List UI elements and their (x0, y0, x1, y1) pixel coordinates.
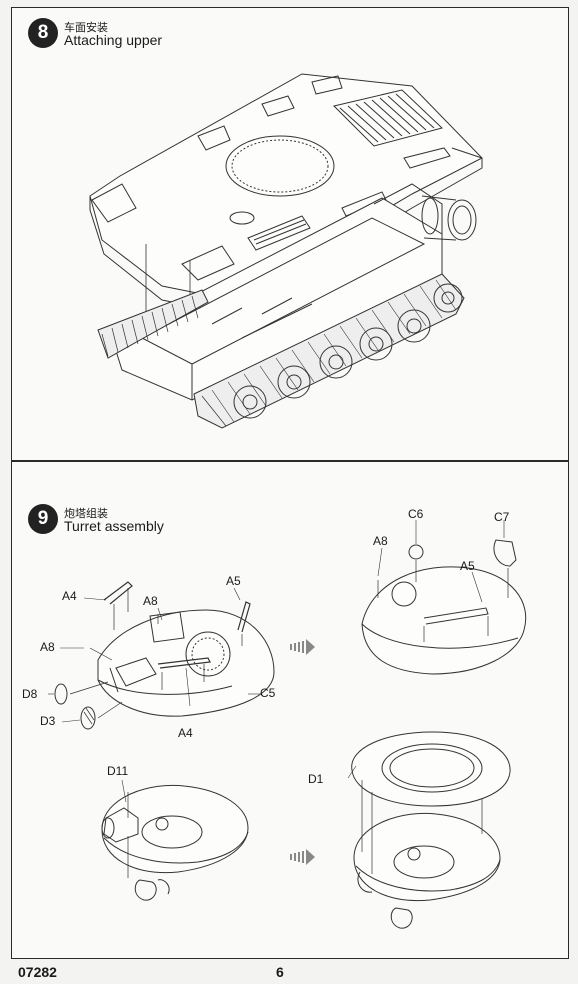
step-9-title-english: Turret assembly (64, 518, 164, 534)
step-8-number-badge: 8 (28, 18, 58, 48)
part-label-a8-left: A8 (40, 640, 55, 654)
part-label-a4-bottom: A4 (178, 726, 193, 740)
turret-top-exploded-view (48, 582, 274, 729)
part-label-a4-top: A4 (62, 589, 77, 603)
chevron-right-arrow-icon (290, 639, 315, 655)
part-label-a8-right: A8 (373, 534, 388, 548)
part-label-c5: C5 (260, 686, 276, 700)
part-label-c7: C7 (494, 510, 510, 524)
part-label-a5-right: A5 (460, 559, 475, 573)
hull-assembly-drawing (12, 8, 568, 460)
turret-assembly-drawing (12, 462, 568, 958)
right-track-part (194, 274, 464, 428)
part-label-a8-top: A8 (143, 594, 158, 608)
left-track-part (98, 290, 208, 358)
step-8-panel: 8 车面安装 Attaching upper (11, 7, 569, 461)
part-label-d1: D1 (308, 772, 324, 786)
part-label-d3: D3 (40, 714, 56, 728)
turret-base-d11-view (102, 780, 248, 900)
step-9-number-badge: 9 (28, 504, 58, 534)
road-wheels (234, 284, 462, 418)
step-9-panel: 9 炮塔组装 Turret assembly (11, 461, 569, 959)
turret-top-assembled-view (362, 520, 526, 674)
page-number: 6 (276, 964, 284, 980)
step-9-title-chinese: 炮塔组装 (64, 508, 108, 520)
turret-base-d1-view (348, 732, 510, 928)
chevron-right-arrow-icon (290, 849, 315, 865)
part-label-a5-left: A5 (226, 574, 241, 588)
part-label-d11: D11 (107, 764, 129, 778)
part-label-c6: C6 (408, 507, 424, 521)
part-label-d8: D8 (22, 687, 38, 701)
catalog-number: 07282 (18, 964, 57, 980)
step-8-title-english: Attaching upper (64, 32, 163, 48)
step-8-title-chinese: 车面安装 (64, 22, 108, 34)
exhaust-pipe-part (422, 196, 476, 240)
upper-hull-part (90, 74, 482, 314)
